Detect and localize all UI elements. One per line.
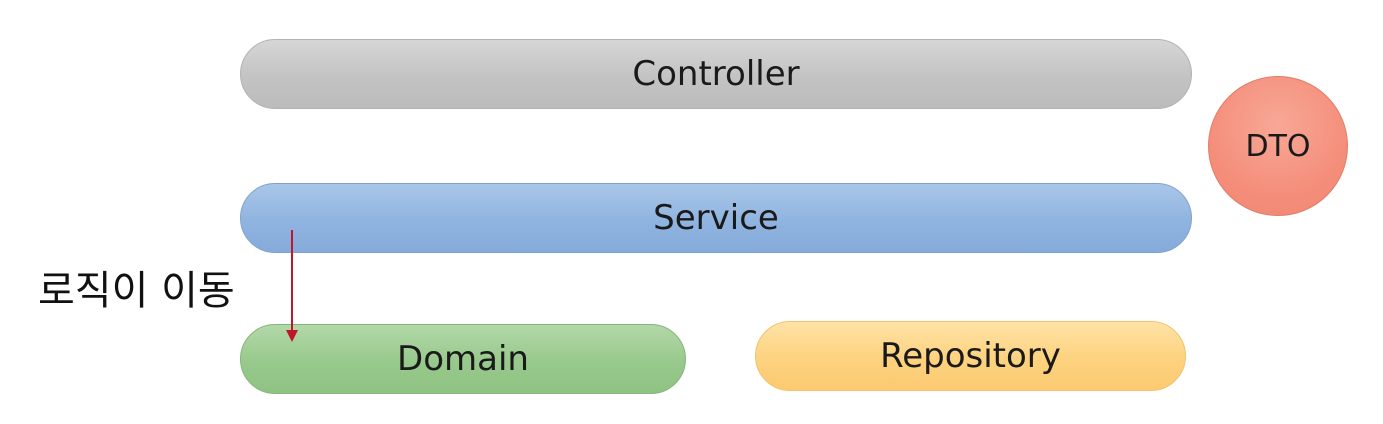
service-label: Service (653, 198, 779, 238)
repository-label: Repository (880, 336, 1061, 376)
dto-circle: DTO (1208, 76, 1348, 216)
controller-label: Controller (632, 54, 800, 94)
logic-move-annotation: 로직이 이동 (38, 268, 235, 314)
logic-move-arrow-icon (286, 230, 298, 342)
domain-layer: Domain (240, 324, 686, 394)
domain-label: Domain (397, 339, 529, 379)
dto-label: DTO (1245, 128, 1311, 164)
controller-layer: Controller (240, 39, 1192, 109)
service-layer: Service (240, 183, 1192, 253)
repository-layer: Repository (755, 321, 1186, 391)
